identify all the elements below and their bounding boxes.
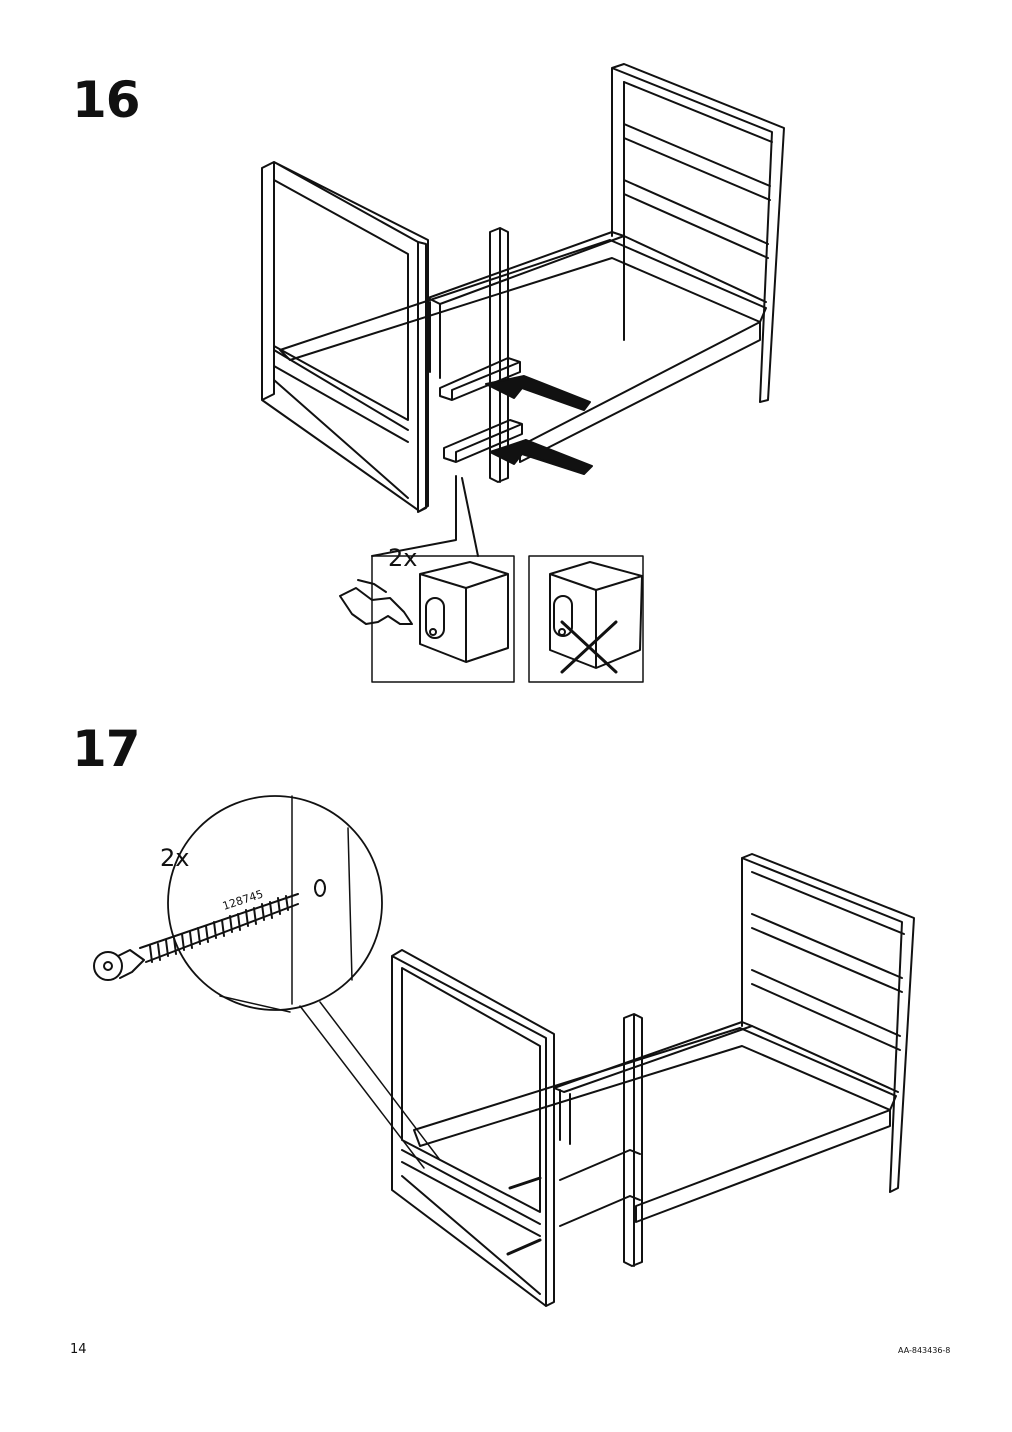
quantity-label: 2x (388, 544, 417, 572)
zoom-magnifier-circle (167, 795, 383, 1011)
quantity-label: 2x (160, 844, 189, 872)
incorrect-x-icon (560, 620, 618, 674)
part-number-label: 128745 (221, 888, 265, 913)
step-16-callout (339, 555, 644, 683)
finger-press-icon (339, 579, 413, 625)
step-number-16: 16 (72, 71, 141, 129)
step-17-bed-frame (93, 795, 915, 1307)
arrow-icon (485, 375, 591, 411)
step-number-17: 17 (72, 720, 141, 778)
step-16-bed-frame (261, 63, 785, 557)
page-number: 14 (70, 1342, 87, 1357)
document-code: AA-843436-8 (898, 1346, 951, 1355)
arrow-icon (489, 439, 593, 475)
screw-icon (93, 893, 299, 981)
